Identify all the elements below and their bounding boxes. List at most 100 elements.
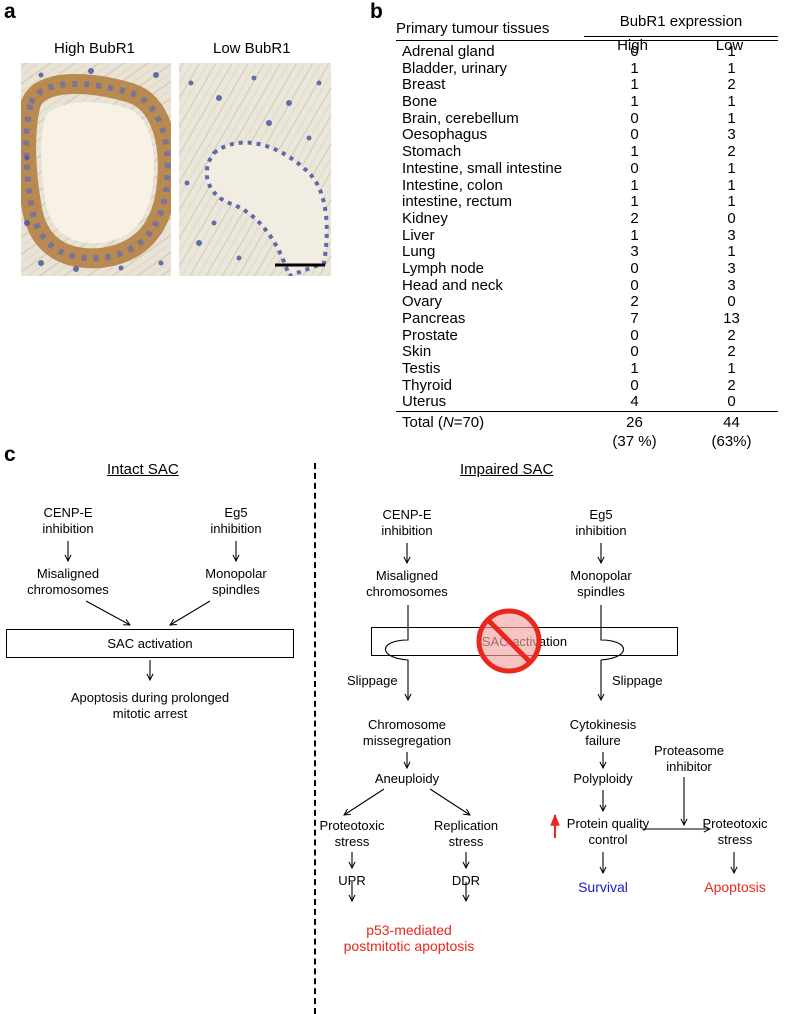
tissue-cell: Oesophagus [402, 126, 488, 144]
polyploidy: Polyploidy [573, 771, 633, 786]
impaired-sac-heading: Impaired SAC [460, 461, 554, 478]
tissue-cell: Breast [402, 76, 446, 94]
tissue-cell: Intestine, colon [402, 176, 503, 194]
low-cell: 2 [727, 343, 736, 361]
low-cell: 3 [727, 126, 736, 144]
high-cell: 0 [630, 109, 639, 127]
tissue-cell: Kidney [402, 209, 448, 227]
high-cell: 1 [630, 59, 639, 77]
slippage-left: Slippage [347, 673, 398, 688]
header-high: High [617, 37, 648, 54]
table-row: Lymph node 0 3 [402, 260, 778, 277]
tissue-cell: Bone [402, 93, 438, 111]
tissue-cell: Brain, cerebellum [402, 109, 519, 127]
high-cell: 0 [630, 126, 639, 144]
high-cell: 0 [630, 376, 639, 394]
upr: UPR [338, 873, 366, 888]
low-cell: 1 [727, 109, 736, 127]
tissue-cell: Uterus [402, 393, 447, 411]
intact-sac-heading: Intact SAC [107, 461, 179, 478]
tissue-cell: Skin [402, 343, 432, 361]
low-cell: 1 [727, 360, 736, 378]
prohibition-icon [476, 608, 542, 674]
low-cell: 3 [727, 276, 736, 294]
panel-divider [314, 463, 316, 1014]
high-cell: 2 [630, 209, 639, 227]
low-cell: 3 [727, 226, 736, 244]
tissue-cell: Liver [402, 226, 435, 244]
high-cell: 0 [630, 343, 639, 361]
low-cell: 1 [727, 93, 736, 111]
tissue-cell: Lymph node [402, 259, 485, 277]
low-cell: 1 [727, 159, 736, 177]
high-cell: 0 [630, 43, 639, 60]
table-row: Skin 0 2 [402, 343, 778, 360]
low-cell: 3 [727, 259, 736, 277]
high-cell: 1 [630, 226, 639, 244]
tissue-cell: Adrenal gland [402, 43, 495, 60]
panel-b-letter: b [370, 0, 383, 23]
tissue-cell: Prostate [402, 326, 458, 344]
table-row: Pancreas 7 13 [402, 310, 778, 327]
apoptosis: Apoptosis [704, 879, 766, 895]
low-cell: 0 [727, 209, 736, 227]
low-cell: 13 [723, 310, 740, 327]
slippage-right: Slippage [612, 673, 663, 688]
high-cell: 1 [630, 360, 639, 378]
tissue-cell: Testis [402, 360, 441, 378]
panel-c-letter: c [4, 443, 16, 466]
tissue-cell: Bladder, urinary [402, 59, 508, 77]
high-cell: 4 [630, 393, 639, 411]
high-cell: 3 [630, 243, 639, 261]
table-row: Liver 1 3 [402, 227, 778, 244]
high-cell: 1 [630, 76, 639, 94]
table-row: Breast 1 2 [402, 76, 778, 93]
high-cell: 7 [630, 310, 639, 327]
tissue-cell: Thyroid [402, 376, 453, 394]
tissue-cell: Ovary [402, 293, 443, 311]
table-row: Testis 1 1 [402, 360, 778, 377]
table-row: Oesophagus 0 3 [402, 126, 778, 143]
low-cell: 1 [727, 193, 736, 211]
high-cell: 0 [630, 326, 639, 344]
low-cell: 2 [727, 76, 736, 94]
tissue-cell: Lung [402, 243, 436, 261]
panel-a-letter: a [4, 0, 16, 23]
high-cell: 1 [630, 143, 639, 161]
table-row: Kidney 2 0 [402, 210, 778, 227]
low-cell: 1 [727, 43, 736, 60]
low-bubr1-label: Low BubR1 [213, 40, 291, 57]
high-cell: 0 [630, 276, 639, 294]
high-cell: 0 [630, 259, 639, 277]
low-cell: 2 [727, 143, 736, 161]
low-cell: 1 [727, 59, 736, 77]
tissue-cell: Pancreas [402, 310, 466, 327]
total-low: 44(63%) [711, 414, 752, 450]
high-cell: 0 [630, 159, 639, 177]
high-cell: 1 [630, 176, 639, 194]
